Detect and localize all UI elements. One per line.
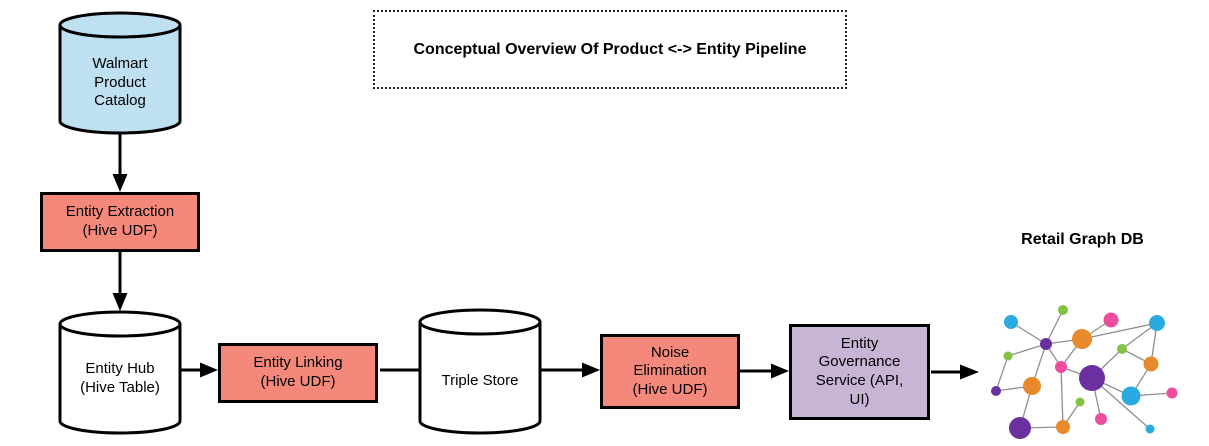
- graph-node-blue: [1121, 386, 1141, 406]
- triple-store-label: Triple Store: [441, 372, 519, 389]
- graph-edge: [1007, 343, 1047, 357]
- title-box: Conceptual Overview Of Product <-> Entit…: [373, 10, 847, 89]
- graph-node-green: [1003, 351, 1013, 361]
- graph-node-pink: [1055, 361, 1067, 373]
- noise-elimination-box: Noise Elimination (Hive UDF): [600, 334, 740, 409]
- entity-linking-box: Entity Linking (Hive UDF): [218, 343, 378, 403]
- entity-governance-label: Entity Governance Service (API, UI): [815, 334, 904, 408]
- graph-node-pink: [1095, 413, 1107, 425]
- triple-store-cylinder: [418, 308, 542, 435]
- arrow-hub-to-linking: [180, 362, 218, 378]
- graph-node-purple: [1079, 365, 1105, 391]
- arrow-noise-to-governance: [740, 363, 789, 379]
- diagram-title: Conceptual Overview Of Product <-> Entit…: [413, 40, 807, 58]
- graph-node-orange: [1072, 329, 1092, 349]
- entity-hub-cylinder: [58, 310, 182, 435]
- arrow-catalog-to-extraction: [112, 134, 128, 192]
- graph-node-purple: [1040, 338, 1052, 350]
- graph-edge: [995, 355, 1009, 392]
- graph-node-blue: [1145, 424, 1155, 434]
- entity-linking-label: Entity Linking (Hive UDF): [253, 354, 343, 390]
- graph-node-pink: [1103, 312, 1119, 328]
- arrow-extraction-to-hub: [112, 252, 128, 311]
- retail-graph-network: [991, 305, 1178, 439]
- graph-node-orange: [1143, 356, 1159, 372]
- graph-node-blue: [1004, 315, 1018, 329]
- arrow-governance-to-graph: [931, 364, 979, 380]
- graph-edge: [1060, 366, 1064, 428]
- entity-extraction-label: Entity Extraction (Hive UDF): [65, 203, 175, 239]
- entity-hub-label: Entity Hub (Hive Table): [80, 360, 160, 396]
- entity-extraction-box: Entity Extraction (Hive UDF): [40, 192, 200, 252]
- arrow-triplestore-to-noise: [540, 362, 600, 378]
- graph-edge: [1045, 309, 1064, 345]
- graph-node-blue: [1149, 315, 1165, 331]
- graph-node-green: [1058, 305, 1068, 315]
- retail-graph-db-label: Retail Graph DB: [1021, 231, 1144, 248]
- noise-elimination-label: Noise Elimination (Hive UDF): [632, 343, 708, 398]
- graph-node-orange: [1056, 420, 1070, 434]
- entity-governance-box: Entity Governance Service (API, UI): [789, 324, 930, 420]
- walmart-catalog-cylinder: [58, 11, 182, 135]
- graph-node-purple: [991, 386, 1001, 396]
- graph-node-pink: [1166, 387, 1178, 399]
- graph-node-orange: [1023, 377, 1041, 395]
- graph-node-green: [1075, 397, 1085, 407]
- walmart-catalog-label: Walmart Product Catalog: [92, 55, 148, 110]
- graph-node-purple: [1009, 417, 1031, 439]
- graph-node-green: [1117, 344, 1127, 354]
- graph-edge: [1081, 322, 1158, 340]
